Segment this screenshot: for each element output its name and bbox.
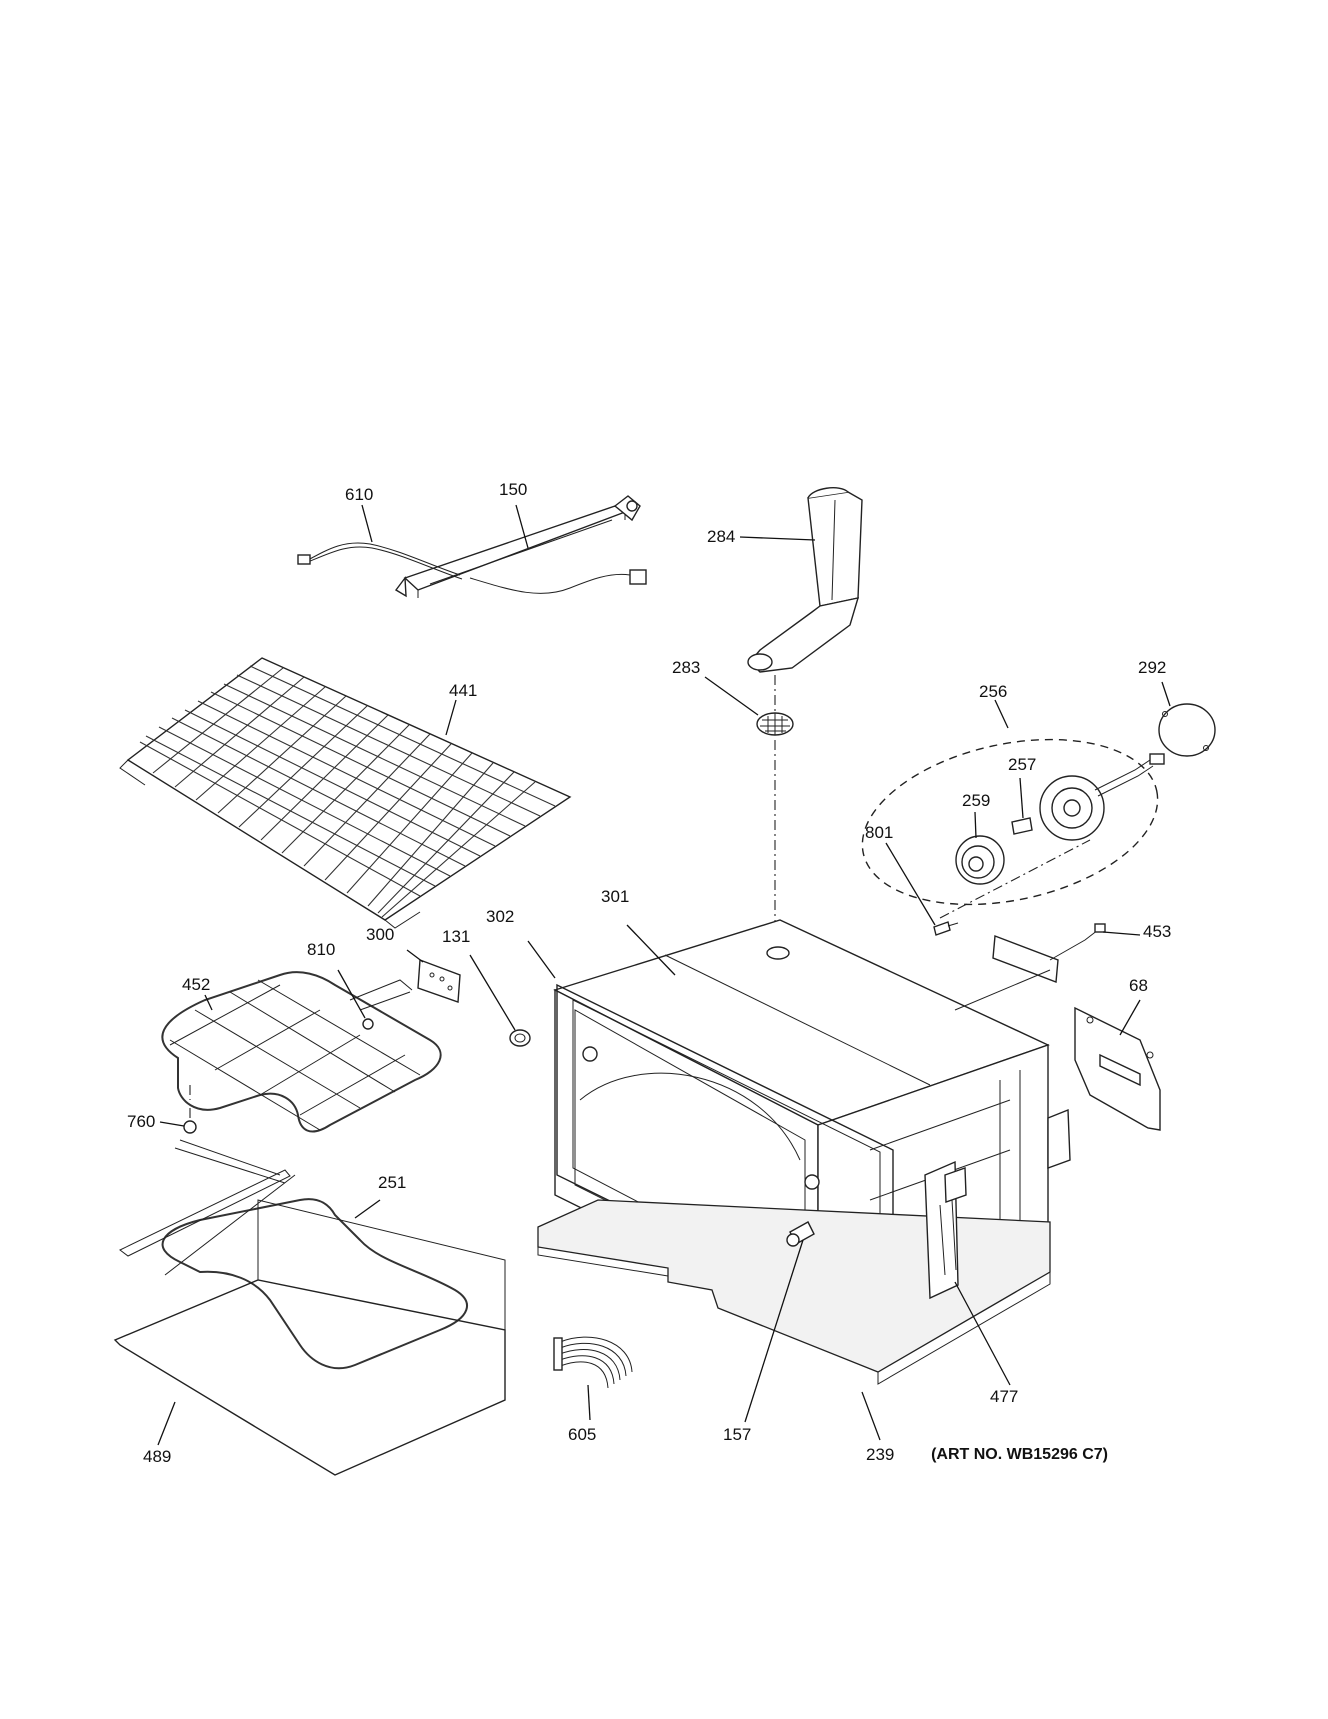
centerline-fan [939,839,1091,919]
door-latch-477 [924,1160,967,1300]
terminal-block-300 [417,959,461,1003]
clip-810 [362,1018,374,1030]
callout-256: 256 [979,682,1007,701]
callout-302: 302 [486,907,514,926]
callout-292: 292 [1138,658,1166,677]
callout-453: 453 [1143,922,1171,941]
wire-harness-605 [553,1336,633,1389]
vent-duct-284 [747,487,863,673]
callout-801: 801 [865,823,893,842]
callout-284: 284 [707,527,735,546]
grommet-131 [509,1029,531,1047]
callout-301: 301 [601,887,629,906]
oven-rack-441 [119,657,572,929]
screw-760 [183,1120,197,1134]
assembly-outline-256 [861,738,1159,906]
wire-harness-610 [297,542,647,594]
insulation-239 [537,1199,1051,1385]
callout-251: 251 [378,1173,406,1192]
callout-283: 283 [672,658,700,677]
callout-257: 257 [1008,755,1036,774]
fan-wheel-259 [955,835,1005,885]
callout-150: 150 [499,480,527,499]
screw-801 [933,921,959,936]
leader-lines [157,504,1171,1446]
callout-760: 760 [127,1112,155,1131]
callout-300: 300 [366,925,394,944]
broil-element-452 [161,971,442,1133]
callout-489: 489 [143,1447,171,1466]
shield-489 [113,1199,506,1476]
callout-68: 68 [1129,976,1148,995]
callout-477: 477 [990,1387,1018,1406]
callout-610: 610 [345,485,373,504]
bracket-68 [1074,1006,1161,1131]
callout-157: 157 [723,1425,751,1444]
callout-810: 810 [307,940,335,959]
bracket-150 [394,495,641,598]
callout-441: 441 [449,681,477,700]
bake-element-251 [119,1139,468,1370]
temperature-sensor-157 [786,1221,815,1247]
callout-452: 452 [182,975,210,994]
sensor-453 [954,923,1106,1011]
art-number-label: (ART NO. WB15296 C7) [931,1446,1108,1463]
filter-283 [756,712,794,736]
callout-numbers: 610 150 284 283 292 256 257 259 801 441 … [127,480,1171,1466]
callout-259: 259 [962,791,990,810]
callout-131: 131 [442,927,470,946]
callout-605: 605 [568,1425,596,1444]
gasket-292 [1158,703,1216,757]
fan-motor-257 [1011,753,1165,841]
callout-239: 239 [866,1445,894,1464]
